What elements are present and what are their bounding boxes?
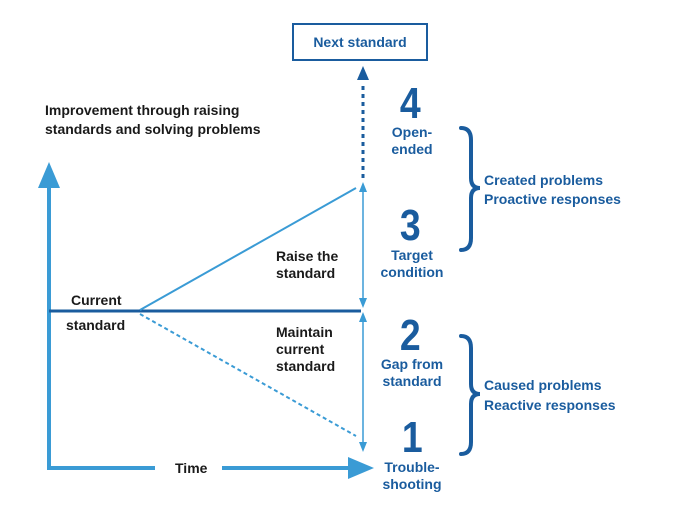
time-axis-label: Time (175, 460, 208, 476)
current-label-line1: Current (71, 292, 122, 308)
caused-problems-label: Caused problems (484, 377, 602, 393)
raise-line (139, 187, 357, 311)
level-3-number: 3 (399, 201, 421, 250)
created-problems-label: Created problems (484, 172, 604, 188)
decline-line (139, 313, 357, 437)
level-1-number: 1 (401, 413, 423, 462)
x-axis-arrowhead (348, 457, 374, 479)
brace-caused (459, 334, 481, 456)
arrow-gap-head-down (359, 442, 367, 452)
level-4-label: Open- ended (391, 124, 433, 157)
arrow-gap-head-up (359, 312, 367, 322)
arrow-next-head (357, 66, 369, 80)
level-2-label: Gap from standard (380, 356, 444, 389)
raise-standard-label: Raise the standard (276, 248, 339, 281)
level-4-number: 4 (399, 79, 421, 128)
next-standard-label: Next standard (313, 34, 407, 50)
arrow-target-head-down (359, 298, 367, 308)
level-1-label: Trouble- shooting (382, 459, 442, 492)
brace-created (459, 126, 481, 252)
reactive-responses-label: Reactive responses (484, 397, 616, 413)
proactive-responses-label: Proactive responses (484, 191, 621, 207)
maintain-standard-label: Maintain current standard (276, 324, 336, 374)
current-label-line2: standard (66, 317, 126, 333)
diagram-title: Improvement through raising standards an… (45, 102, 261, 137)
arrow-target-head-up (359, 182, 367, 192)
level-3-label: Target condition (380, 247, 444, 280)
next-standard-box: Next standard (292, 23, 428, 61)
level-2-number: 2 (399, 311, 421, 360)
y-axis-arrowhead (38, 162, 60, 188)
